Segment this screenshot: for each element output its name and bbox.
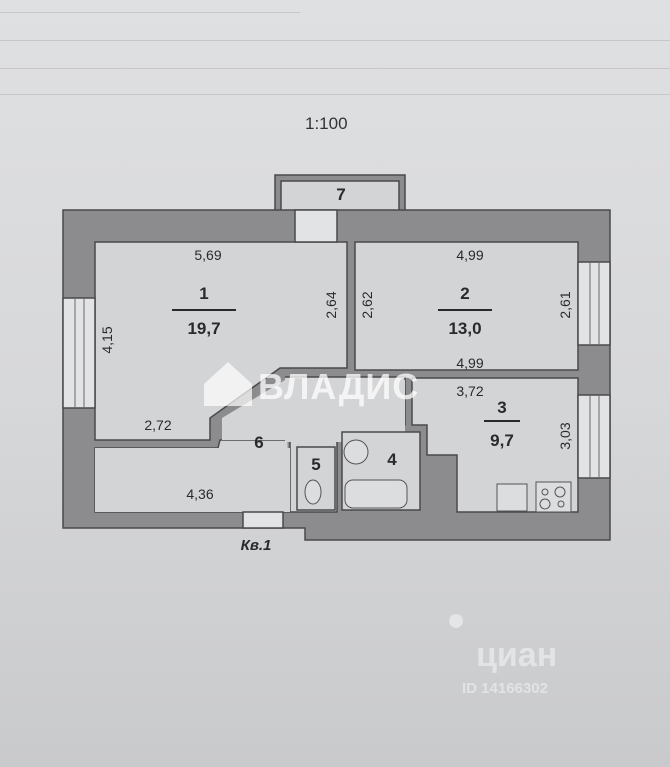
vladis-house-icon [204,362,252,406]
dim-room3-top: 3,72 [456,383,483,399]
room-1-number: 1 [199,284,208,303]
room-2-number: 2 [460,284,469,303]
vladis-watermark: ВЛАДИС [258,366,420,407]
kitchen-sink-icon [496,483,528,512]
scale-label: 1:100 [305,114,348,133]
dim-room3-right: 3,03 [557,422,573,449]
faint-line [0,68,670,69]
room-1-area: 19,7 [187,319,220,338]
room-2 [354,241,579,371]
dim-room1-left: 4,15 [99,326,115,353]
room-7 [280,180,400,212]
window-right-top [577,261,611,346]
bathtub-icon [344,479,408,509]
dim-room1-bottom: 2,72 [144,417,171,433]
dim-room2-right: 2,61 [557,291,573,318]
window-right-bottom [577,394,611,479]
dim-room1-right: 2,64 [323,291,339,318]
faint-line [0,40,670,41]
room-4-number: 4 [387,450,397,469]
cian-pin-icon [449,614,464,638]
faint-line [0,12,300,13]
entrance-door [242,511,284,529]
dim-room6-bottom: 4,36 [186,486,213,502]
dim-room1-top: 5,69 [194,247,221,263]
room-2-area: 13,0 [448,319,481,338]
window-left [62,297,96,409]
room-7-number: 7 [336,185,345,204]
dim-room2-top: 4,99 [456,247,483,263]
apartment-label: Кв.1 [241,537,272,554]
room-5-number: 5 [311,455,320,474]
dim-room2-left: 2,62 [359,291,375,318]
toilet-icon [304,479,322,505]
room-6-number: 6 [254,433,263,452]
dim-room2-bottom: 4,99 [456,355,483,371]
room-3-number: 3 [497,398,506,417]
cian-watermark: циан [476,636,558,674]
sink-icon [343,439,369,465]
cian-id: ID 14166302 [462,680,548,697]
room-3-area: 9,7 [490,431,514,450]
balcony-door [294,209,338,243]
faint-line [0,94,670,95]
